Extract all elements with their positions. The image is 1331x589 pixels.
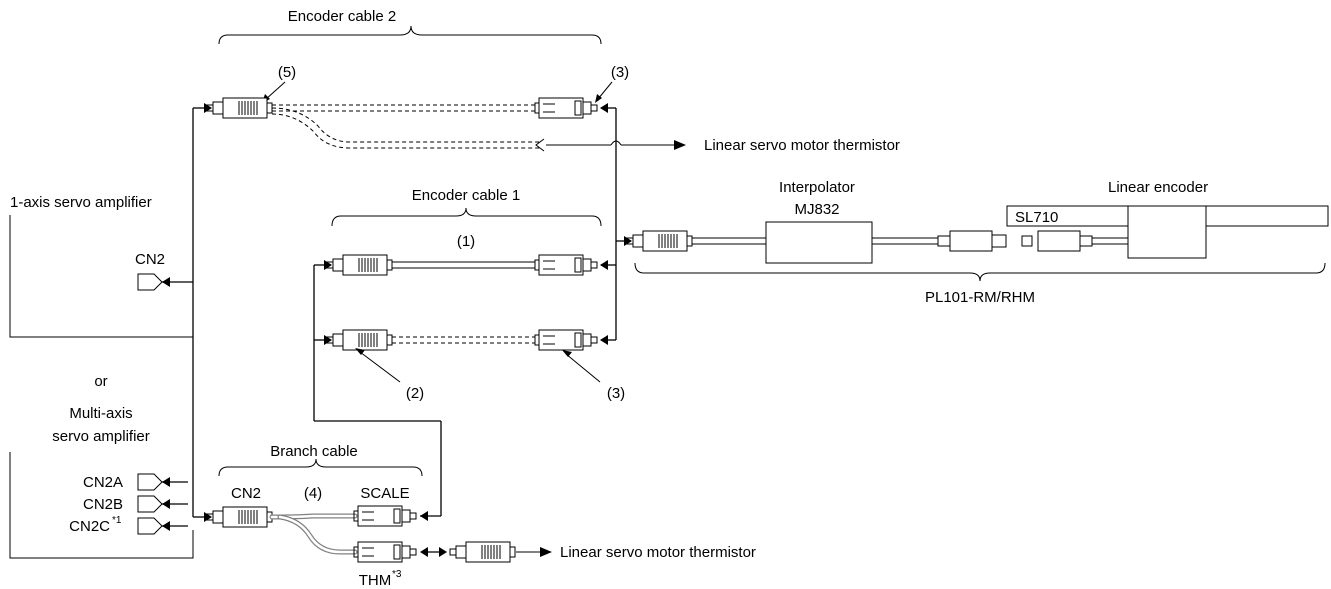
encoder-cable-1-dashed-encoder-connector xyxy=(534,329,598,351)
arrowhead xyxy=(540,547,552,557)
branch-cn2-connector xyxy=(206,506,273,528)
cn2a-socket xyxy=(137,473,163,491)
arrowhead xyxy=(204,512,212,522)
arrowhead xyxy=(324,335,332,345)
callout-5-leader xyxy=(264,81,286,101)
linear-encoder-head xyxy=(1127,205,1207,259)
cn2c-note: *1 xyxy=(112,515,122,526)
cn2b-socket xyxy=(137,495,163,513)
branch-cable-thm-lead xyxy=(277,514,358,555)
multi-axis-label-line1: Multi-axis xyxy=(69,405,132,422)
arrowhead xyxy=(420,547,428,557)
callout-4: (4) xyxy=(304,485,322,502)
arrowhead xyxy=(562,350,572,357)
arrowhead xyxy=(162,499,170,509)
callout-3-bottom: (3) xyxy=(607,385,625,402)
arrowhead xyxy=(595,94,602,103)
encoder-cable-2-brace xyxy=(218,25,602,45)
cn2c-label: CN2C xyxy=(69,518,110,535)
encoder-cable-1-dashed-amp-connector xyxy=(326,329,393,351)
arrowhead xyxy=(162,477,170,487)
arrowhead xyxy=(162,277,170,287)
arrowhead xyxy=(355,348,365,355)
arrowhead xyxy=(600,103,608,113)
pl101-brace xyxy=(634,262,1326,282)
thm-note: *3 xyxy=(392,569,402,580)
branch-cable-label: Branch cable xyxy=(270,443,358,460)
cn2c-socket xyxy=(137,517,163,535)
linear-encoder-label: Linear encoder xyxy=(1108,179,1208,196)
cn2b-label: CN2B xyxy=(83,496,123,513)
cn2a-label: CN2A xyxy=(83,474,123,491)
encoder-cable-1-brace xyxy=(331,207,602,227)
branch-scale-label: SCALE xyxy=(360,485,409,502)
callout-2-leader xyxy=(359,351,401,383)
arrowhead xyxy=(600,335,608,345)
thermistor-connector xyxy=(449,541,516,563)
arrowhead xyxy=(600,260,608,270)
callout-3-top-leader xyxy=(597,81,613,100)
pl101-amp-side-connector xyxy=(626,230,693,252)
branch-cn2-label: CN2 xyxy=(231,485,261,502)
arrowhead xyxy=(204,103,212,113)
one-axis-amp-box xyxy=(9,215,194,338)
arrowhead xyxy=(162,521,170,531)
one-axis-amp-label: 1-axis servo amplifier xyxy=(10,194,152,211)
cn2-connector-label: CN2 xyxy=(135,251,165,268)
arrowhead xyxy=(674,140,686,150)
arrowhead xyxy=(624,236,632,246)
encoder-cable-1-solid-encoder-connector xyxy=(534,254,598,276)
encoder-cable-2-amp-connector xyxy=(206,97,273,119)
branch-scale-connector xyxy=(353,505,417,527)
encoder-cable-2-thermistor-lead xyxy=(271,107,540,143)
encoder-cable-2-encoder-connector xyxy=(534,97,598,119)
callout-3-top: (3) xyxy=(611,64,629,81)
branch-cable-brace xyxy=(218,458,423,477)
interpolator-label-line1: Interpolator xyxy=(779,179,855,196)
interpolator-label-line2: MJ832 xyxy=(794,201,839,218)
or-label: or xyxy=(94,373,107,390)
callout-2: (2) xyxy=(406,385,424,402)
arrowhead xyxy=(420,511,428,521)
linear-encoder-connector xyxy=(1021,235,1033,247)
branch-thm-connector xyxy=(353,541,417,563)
arrowhead xyxy=(439,547,447,557)
callout-3-bottom-leader xyxy=(565,353,601,383)
linear-motor-thermistor-label-top: Linear servo motor thermistor xyxy=(704,137,900,154)
encoder-cable-2-label: Encoder cable 2 xyxy=(288,8,396,25)
sl710-label: SL710 xyxy=(1015,209,1058,226)
encoder-cable-1-solid-amp-connector xyxy=(326,254,393,276)
linear-motor-thermistor-label-bottom: Linear servo motor thermistor xyxy=(560,544,756,561)
thm-label: THM xyxy=(359,572,392,589)
interpolator-output-connector xyxy=(937,235,951,247)
callout-5: (5) xyxy=(278,64,296,81)
multi-axis-label-line2: servo amplifier xyxy=(52,428,150,445)
encoder-cable-1-label: Encoder cable 1 xyxy=(412,187,520,204)
interpolator-box xyxy=(765,221,873,264)
pl101-label: PL101-RM/RHM xyxy=(925,289,1035,306)
callout-1: (1) xyxy=(457,233,475,250)
arrowhead xyxy=(324,260,332,270)
cn2-socket xyxy=(137,273,163,291)
multi-axis-amp-box xyxy=(9,452,194,559)
